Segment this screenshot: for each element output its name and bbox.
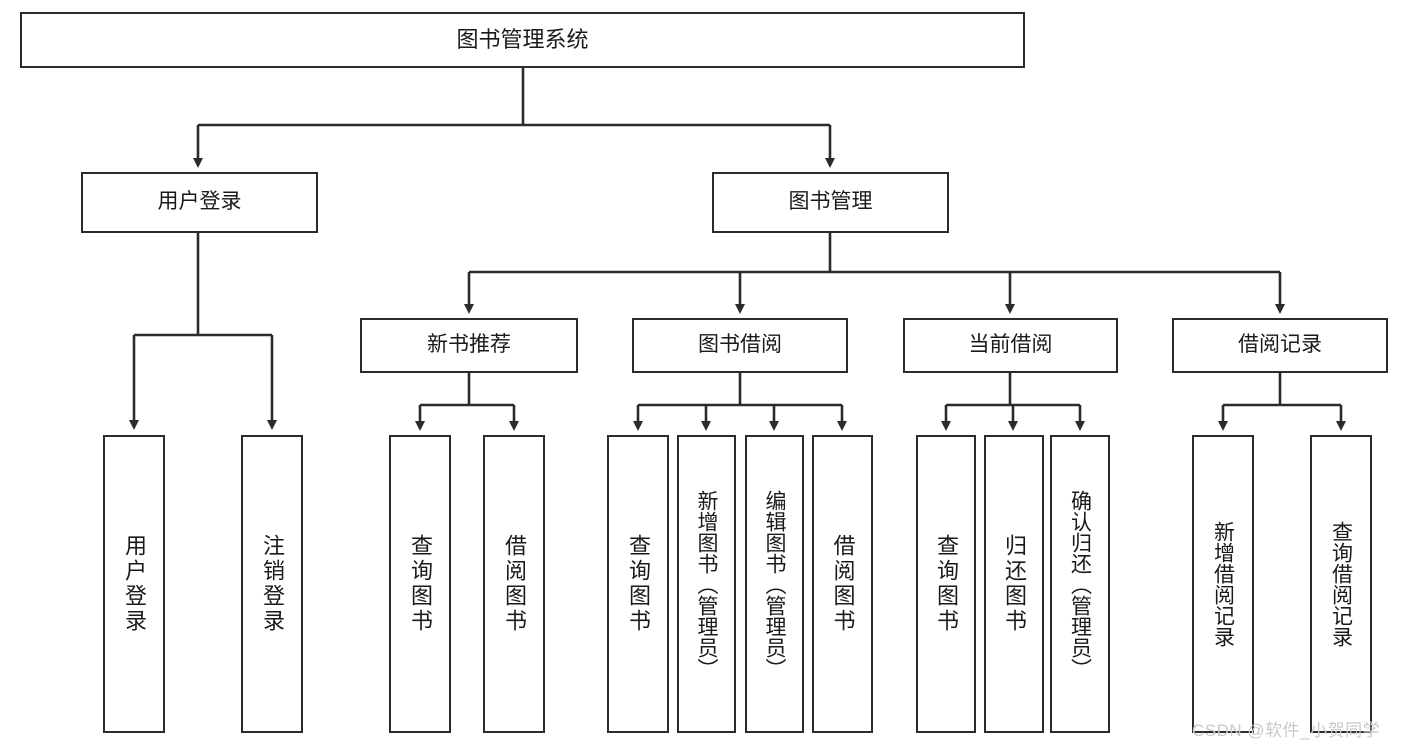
node-label: 注销登录 [260,534,285,634]
node-current-borrow[interactable]: 当前借阅 [903,318,1118,373]
node-leaf-edit-book[interactable]: 编辑图书（管理员） [745,435,804,733]
node-label: 用户登录 [122,534,147,634]
node-label: 查询借阅记录 [1329,521,1353,647]
node-root-system[interactable]: 图书管理系统 [20,12,1025,68]
node-leaf-borrow-book-1[interactable]: 借阅图书 [483,435,545,733]
node-book-management[interactable]: 图书管理 [712,172,949,233]
node-leaf-query-book-3[interactable]: 查询图书 [916,435,976,733]
node-label: 新书推荐 [427,333,511,357]
node-label: 当前借阅 [968,333,1053,357]
node-label: 查询图书 [626,534,651,634]
node-leaf-confirm-return[interactable]: 确认归还（管理员） [1050,435,1110,733]
node-label: 新增借阅记录 [1211,521,1235,647]
node-label: 用户登录 [157,190,242,214]
node-leaf-query-book-1[interactable]: 查询图书 [389,435,451,733]
node-user-login[interactable]: 用户登录 [81,172,318,233]
node-label: 借阅图书 [830,534,856,634]
node-label: 图书管理系统 [456,27,589,53]
node-label: 归还图书 [1002,534,1027,634]
node-leaf-return-book[interactable]: 归还图书 [984,435,1044,733]
node-label: 查询图书 [408,534,433,634]
node-label: 确认归还（管理员） [1068,489,1092,679]
node-leaf-add-record[interactable]: 新增借阅记录 [1192,435,1254,733]
node-label: 新增图书（管理员） [695,489,718,679]
node-label: 图书借阅 [698,333,782,357]
node-label: 图书管理 [788,190,873,214]
node-label: 查询图书 [934,534,959,634]
node-label: 借阅记录 [1238,333,1322,357]
node-label: 借阅图书 [502,534,527,634]
csdn-watermark: CSDN @软件_小贺同学 [1192,721,1381,740]
node-leaf-borrow-book-2[interactable]: 借阅图书 [812,435,873,733]
node-leaf-user-login[interactable]: 用户登录 [103,435,165,733]
node-leaf-query-record[interactable]: 查询借阅记录 [1310,435,1372,733]
node-leaf-add-book[interactable]: 新增图书（管理员） [677,435,736,733]
node-leaf-query-book-2[interactable]: 查询图书 [607,435,669,733]
node-book-borrow[interactable]: 图书借阅 [632,318,848,373]
node-new-book-recommend[interactable]: 新书推荐 [360,318,578,373]
node-label: 编辑图书（管理员） [763,489,786,679]
node-borrow-record[interactable]: 借阅记录 [1172,318,1388,373]
node-leaf-logout-login[interactable]: 注销登录 [241,435,303,733]
